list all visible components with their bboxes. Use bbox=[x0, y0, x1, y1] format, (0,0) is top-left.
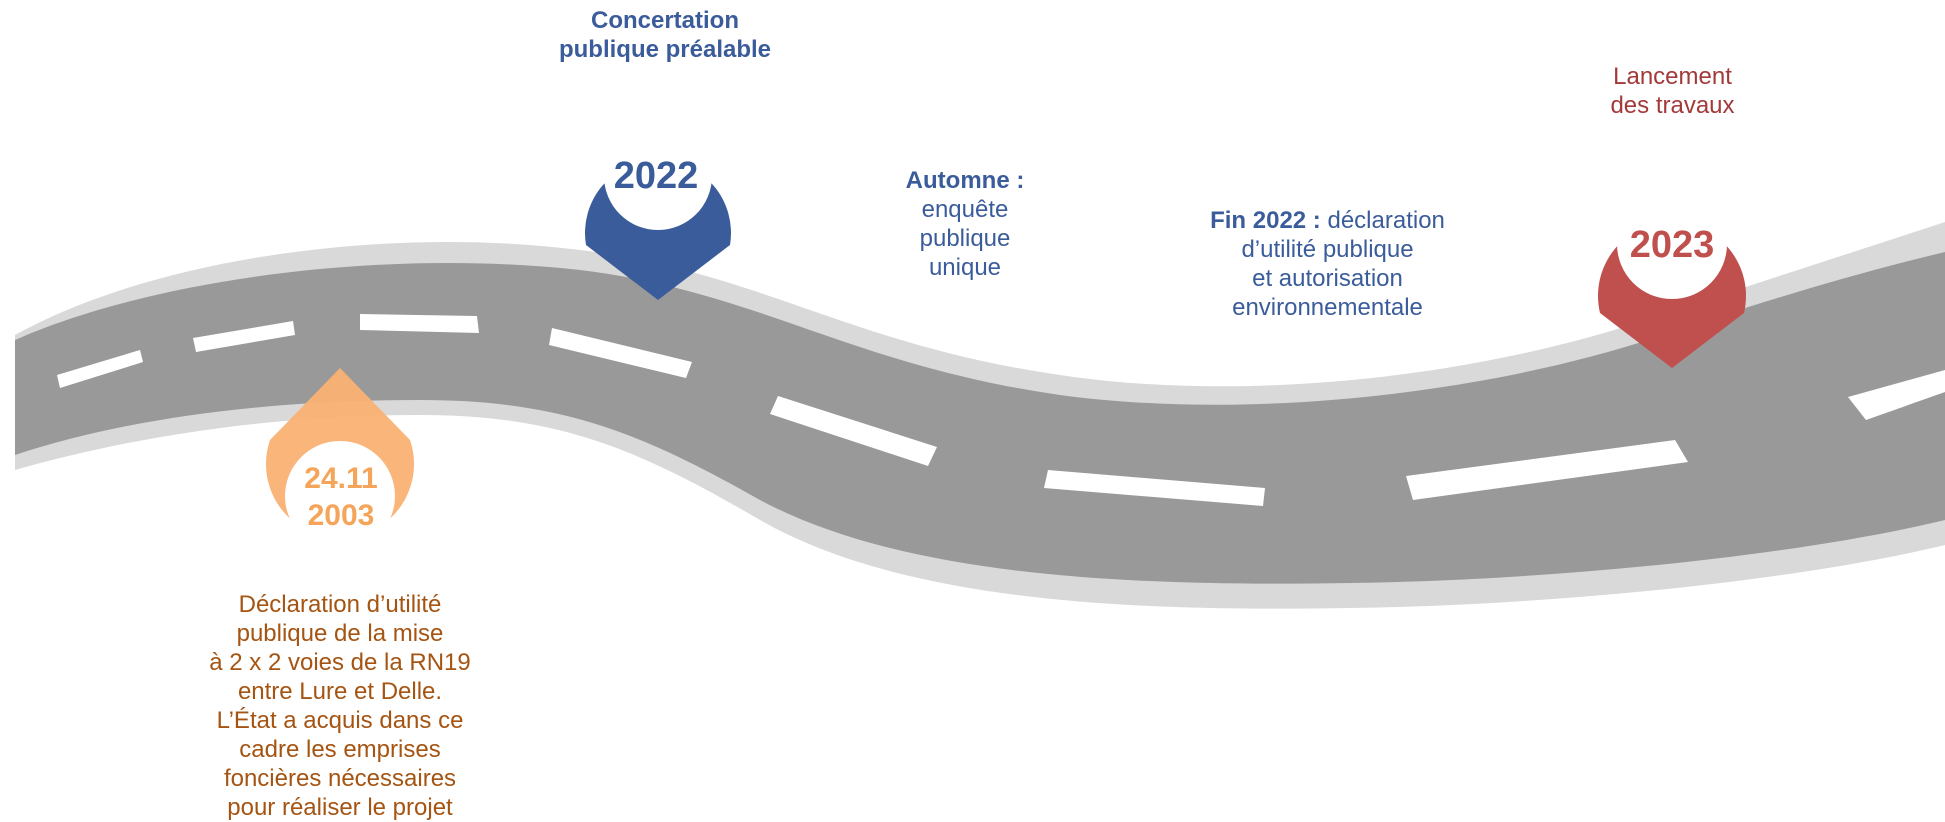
description-2003-line: cadre les emprises bbox=[239, 736, 441, 763]
lane-markings bbox=[57, 314, 1945, 506]
autumn-note: Automne : enquête publique unique bbox=[860, 166, 1070, 282]
pin-2022-inner bbox=[604, 122, 712, 230]
title-2023: Lancement des travaux bbox=[1540, 62, 1805, 120]
date-2003-line2: 2003 bbox=[308, 499, 375, 532]
pin-2023 bbox=[1597, 189, 1747, 368]
lane-marking bbox=[57, 350, 143, 388]
pin-2023-inner bbox=[1617, 189, 1727, 299]
end-2022-line: d’utilité publique bbox=[1241, 236, 1414, 263]
end-2022-line: et autorisation bbox=[1252, 265, 1403, 292]
lane-marking bbox=[1044, 470, 1265, 506]
lane-marking bbox=[193, 321, 295, 352]
road-surface bbox=[15, 252, 1945, 584]
title-2023-line1: Lancement bbox=[1613, 63, 1732, 90]
title-2022-line1: Concertation bbox=[590, 7, 739, 34]
end-2022-line: environnementale bbox=[1232, 294, 1423, 321]
autumn-label: Automne : bbox=[905, 167, 1025, 194]
end-2022-note: Fin 2022 : déclaration d’utilité publiqu… bbox=[1165, 206, 1490, 322]
year-2022: 2022 bbox=[614, 155, 699, 197]
autumn-line: unique bbox=[928, 254, 1002, 281]
description-2003-line: L’État a acquis dans ce bbox=[216, 707, 464, 734]
description-2003-line: foncières nécessaires bbox=[223, 765, 457, 792]
lane-marking bbox=[1848, 370, 1945, 420]
end-2022-label: Fin 2022 : bbox=[1210, 207, 1321, 234]
end-2022-line1-rest: déclaration bbox=[1320, 207, 1445, 234]
lane-marking bbox=[360, 314, 479, 333]
description-2003-line: entre Lure et Delle. bbox=[237, 678, 443, 705]
pin-2003 bbox=[266, 368, 414, 551]
pin-2022 bbox=[585, 122, 731, 300]
lane-marking bbox=[770, 396, 937, 466]
lane-marking bbox=[1406, 440, 1688, 500]
title-2023-line2: des travaux bbox=[1610, 92, 1735, 119]
autumn-line: publique bbox=[919, 225, 1011, 252]
lane-marking bbox=[549, 328, 692, 378]
title-2022-line2: publique préalable bbox=[558, 36, 772, 63]
description-2003: Déclaration d’utilité publique de la mis… bbox=[185, 590, 495, 822]
title-2022: Concertation publique préalable bbox=[510, 6, 820, 64]
autumn-line: enquête bbox=[921, 196, 1009, 223]
description-2003-line: publique de la mise bbox=[236, 620, 444, 647]
pin-2003-inner bbox=[285, 441, 395, 551]
year-2023: 2023 bbox=[1630, 224, 1715, 266]
description-2003-line: à 2 x 2 voies de la RN19 bbox=[209, 649, 471, 676]
description-2003-line: Déclaration d’utilité bbox=[238, 591, 442, 618]
description-2003-line: pour réaliser le projet bbox=[227, 794, 453, 821]
date-2003-line1: 24.11 bbox=[304, 462, 377, 495]
end-2022-line1: Fin 2022 : déclaration bbox=[1165, 206, 1490, 235]
